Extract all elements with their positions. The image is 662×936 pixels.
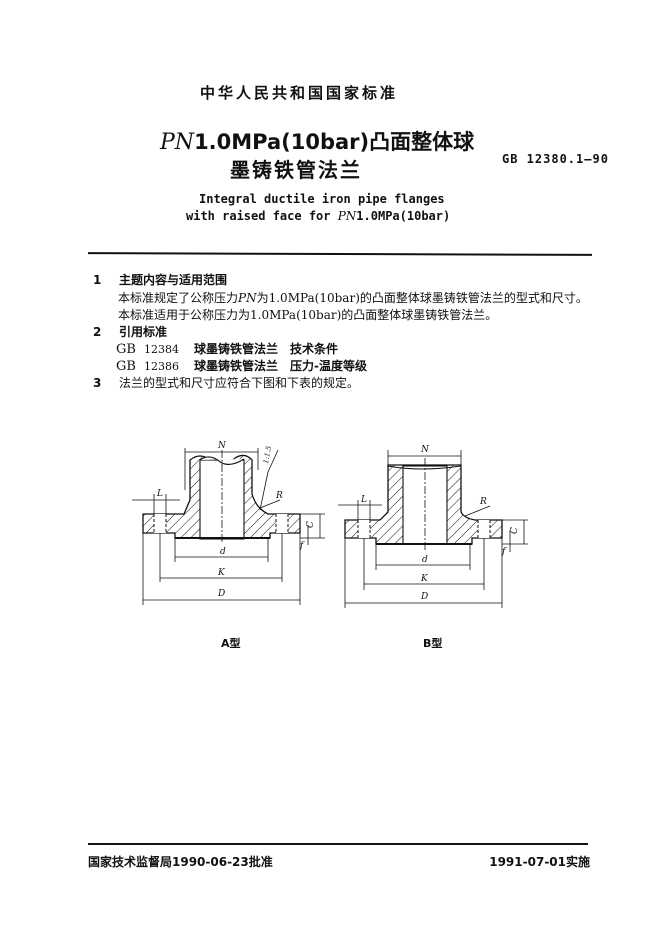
dim-label-f: f (501, 547, 507, 557)
effective-date: 1991-07-01实施 (489, 855, 590, 869)
reference-item: GB 12384 球墨铸铁管法兰技术条件 (116, 340, 338, 357)
dim-label-k: K (217, 568, 226, 578)
dim-label-r: R (479, 497, 487, 507)
dim-label-f: f (299, 541, 305, 551)
dim-label-d-outer: D (420, 592, 428, 602)
section-title: 法兰的型式和尺寸应符合下图和下表的规定。 (119, 376, 360, 390)
dim-label-l: L (156, 489, 163, 499)
section-number: 1 (93, 273, 102, 287)
pn-italic: PN (160, 130, 195, 155)
section-2-heading: 2 引用标准 (93, 323, 167, 340)
title-cn-line2: 墨铸铁管法兰 (230, 158, 362, 182)
ref-desc: 压力-温度等级 (290, 359, 367, 373)
title-cn-line1-text: 1.0MPa(10bar)凸面整体球 (194, 130, 475, 154)
dim-label-d-outer: D (217, 589, 225, 599)
figure-caption-type-b: B型 (423, 637, 443, 650)
header-divider (87, 252, 593, 256)
section-1-heading: 1 主题内容与适用范围 (93, 271, 227, 288)
section-number: 3 (93, 376, 102, 390)
footer-divider (88, 843, 588, 845)
dim-label-taper: 1:1.5 (262, 445, 273, 465)
figure-caption-type-a: A型 (221, 637, 241, 650)
section-1-paragraph-2: 本标准适用于公称压力为1.0MPa(10bar)的凸面整体球墨铸铁管法兰。 (118, 306, 497, 323)
approval-date: 国家技术监督局1990-06-23批准 (88, 855, 273, 869)
title-en-line2: with raised face for PN1.0MPa(10bar) (186, 209, 450, 223)
flange-type-a-drawing: N 1:1.5 R L C f d K D (132, 441, 325, 605)
reference-item: GB 12386 球墨铸铁管法兰压力-温度等级 (116, 357, 367, 374)
ref-desc: 技术条件 (290, 342, 339, 356)
pn-italic: PN (238, 291, 257, 305)
dim-label-n: N (217, 441, 227, 451)
flange-type-b-drawing: N R L C f d K D (338, 445, 528, 608)
dim-label-d: d (220, 547, 226, 557)
title-en-suffix: 1.0MPa(10bar) (356, 209, 451, 223)
pressure-value: 1.0MPa(10bar) (268, 291, 360, 305)
ref-number: 12384 (144, 343, 179, 356)
dim-label-c: C (306, 521, 316, 528)
text: 的凸面整体球墨铸铁管法兰的型式和尺寸。 (359, 291, 588, 305)
section-title: 主题内容与适用范围 (119, 273, 228, 287)
dim-label-l: L (360, 495, 367, 505)
dim-label-r: R (275, 491, 283, 501)
title-cn-line1: PN1.0MPa(10bar)凸面整体球 (160, 126, 474, 156)
ref-name: 球墨铸铁管法兰 (194, 359, 279, 373)
text: 的凸面整体球墨铸铁管法兰。 (341, 308, 498, 322)
country-standard-heading: 中华人民共和国国家标准 (200, 84, 399, 102)
standard-number: GB 12380.1—90 (502, 152, 609, 166)
title-en-pn: PN (337, 209, 357, 223)
dim-label-d: d (422, 555, 428, 565)
title-en-prefix: with raised face for (186, 209, 338, 223)
ref-code: GB (116, 359, 136, 374)
section-3-heading: 3 法兰的型式和尺寸应符合下图和下表的规定。 (93, 374, 359, 391)
ref-name: 球墨铸铁管法兰 (194, 342, 279, 356)
dim-label-n: N (420, 445, 430, 455)
dim-label-c: C (510, 527, 520, 534)
pressure-value: 1.0MPa(10bar) (250, 308, 342, 322)
dim-label-k: K (420, 574, 429, 584)
ref-number: 12386 (144, 360, 179, 373)
section-title: 引用标准 (119, 325, 168, 339)
section-1-paragraph-1: 本标准规定了公称压力PN为1.0MPa(10bar)的凸面整体球墨铸铁管法兰的型… (118, 289, 588, 306)
ref-code: GB (116, 342, 136, 357)
text: 本标准适用于公称压力为 (118, 308, 251, 322)
text: 本标准规定了公称压力 (118, 291, 239, 305)
title-en-line1: Integral ductile iron pipe flanges (199, 192, 445, 206)
section-number: 2 (93, 325, 102, 339)
text: 为 (256, 291, 269, 305)
